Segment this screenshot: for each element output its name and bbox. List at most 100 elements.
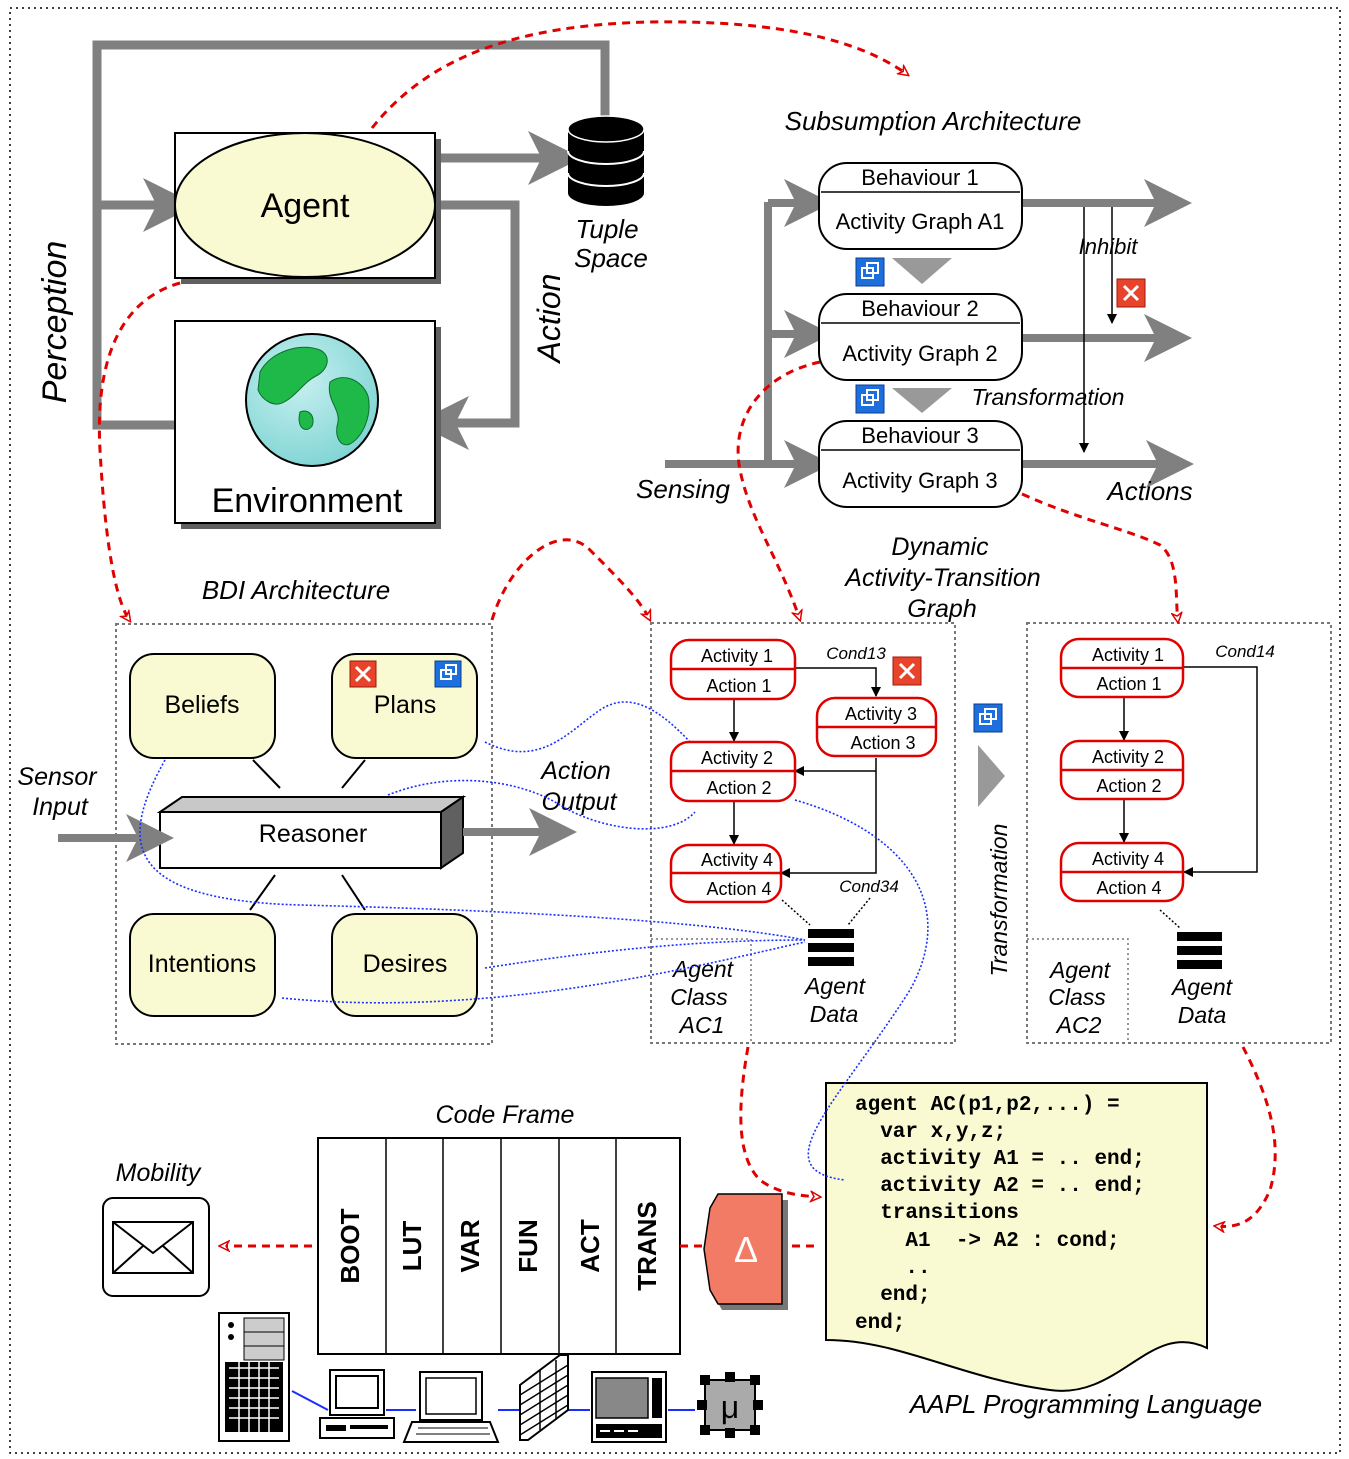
- ac2-action-4: Action 4: [1096, 878, 1161, 898]
- subsumption-transformation-label: Transformation: [972, 384, 1125, 410]
- triangle-down-icon: [892, 388, 952, 413]
- datg-title-1: Dynamic: [891, 533, 989, 561]
- aapl-code-line-7: ..: [855, 1257, 931, 1280]
- behaviour-2-graph: Activity Graph 2: [842, 341, 997, 366]
- beliefs-box: [129, 653, 276, 759]
- close-icon: [349, 660, 377, 688]
- ac2-data-label-2: Data: [1178, 1002, 1227, 1028]
- ac1-action-3: Action 3: [850, 733, 915, 753]
- ac1-action-4: Action 4: [706, 879, 771, 899]
- ac2-class-label-2: Class: [1048, 984, 1106, 1010]
- segment-boot: BOOT: [335, 1208, 365, 1283]
- desires-box: [331, 913, 478, 1017]
- sensing-label: Sensing: [636, 474, 730, 504]
- ac1-activity-2: Activity 2: [701, 748, 773, 768]
- laptop-icon: [402, 1371, 500, 1443]
- ac2-activity-2: Activity 2: [1092, 747, 1164, 767]
- intentions-label: Intentions: [148, 950, 256, 978]
- ac1-data-label-2: Data: [810, 1001, 859, 1027]
- behaviour-2-name: Behaviour 2: [861, 296, 978, 321]
- agent-environment-loop: [92, 40, 610, 450]
- desires-label: Desires: [363, 950, 448, 978]
- behaviour-3-graph: Activity Graph 3: [842, 468, 997, 493]
- ac1-data-label-1: Agent: [803, 973, 867, 999]
- ac2-activity-4: Activity 4: [1092, 849, 1164, 869]
- behaviour-1: Behaviour 1 Activity Graph A1: [818, 162, 1023, 250]
- segment-lut: LUT: [397, 1221, 427, 1272]
- ac2-action-1: Action 1: [1096, 674, 1161, 694]
- aapl-title: AAPL Programming Language: [908, 1389, 1262, 1419]
- ac2-node-activity-1: Activity 1 Action 1: [1059, 637, 1185, 699]
- intentions-box: [129, 913, 276, 1017]
- code-frame-box: [317, 1137, 681, 1355]
- aapl-code-line-5: transitions: [855, 1202, 1019, 1225]
- aapl-code-line-8: end;: [855, 1284, 931, 1307]
- ac1-cond13: Cond13: [826, 644, 886, 663]
- triangle-down-icon: [892, 258, 952, 284]
- aapl-code-line-9: end;: [855, 1312, 905, 1335]
- network-line: [291, 1390, 695, 1411]
- microcontroller-icon: [697, 1372, 763, 1438]
- blue-association-curves: [139, 701, 929, 1181]
- agent-label: Agent: [261, 187, 350, 225]
- action-label: Action: [531, 274, 567, 365]
- bdi-title: BDI Architecture: [202, 575, 390, 605]
- ac2-cond14: Cond14: [1215, 642, 1275, 661]
- close-icon: [1116, 278, 1146, 308]
- segment-var: VAR: [455, 1219, 485, 1272]
- ac1-node-activity-2: Activity 2 Action 2: [669, 740, 797, 803]
- behaviour-2: Behaviour 2 Activity Graph 2: [818, 293, 1023, 381]
- behaviour-1-name: Behaviour 1: [861, 165, 978, 190]
- ac1-class-label-3: AC1: [678, 1012, 725, 1038]
- ac2-class-label-3: AC2: [1055, 1012, 1102, 1038]
- ac2-edges: [1119, 666, 1258, 929]
- datg-transformation-label: Transformation: [986, 824, 1012, 977]
- ac2-data-label-1: Agent: [1170, 974, 1234, 1000]
- inhibit-lines: [1079, 207, 1117, 453]
- aapl-code-line-2: var x,y,z;: [855, 1121, 1006, 1144]
- globe-icon: [245, 333, 379, 467]
- triangle-right-icon: [978, 745, 1005, 807]
- window-restore-icon: [855, 384, 885, 414]
- segment-trans: TRANS: [632, 1201, 662, 1291]
- aapl-code-line-4: activity A2 = .. end;: [855, 1175, 1145, 1198]
- sensor-input-label-1: Sensor: [17, 763, 98, 791]
- datg-title-2: Activity-Transition: [843, 564, 1040, 592]
- subsumption-title: Subsumption Architecture: [785, 106, 1082, 136]
- firewall-icon: [519, 1354, 569, 1441]
- beliefs-label: Beliefs: [164, 691, 239, 719]
- ac1-class-corner: [651, 938, 752, 1043]
- tuple-space-label-2: Space: [574, 243, 648, 273]
- ac2-activity-1: Activity 1: [1092, 645, 1164, 665]
- plans-label: Plans: [374, 691, 437, 719]
- segment-act: ACT: [575, 1219, 605, 1273]
- ac1-frame: [650, 622, 956, 1044]
- outer-frame: [9, 7, 1341, 1454]
- agent-data-icon: [808, 929, 854, 966]
- ac1-action-1: Action 1: [706, 676, 771, 696]
- agent-ellipse: [174, 132, 436, 278]
- behaviour-1-graph: Activity Graph A1: [836, 209, 1005, 234]
- server-icon: [218, 1312, 290, 1442]
- code-frame-dividers: [385, 1138, 617, 1354]
- aapl-code-line-1: agent AC(p1,p2,...) =: [855, 1094, 1120, 1117]
- window-restore-icon: [973, 703, 1003, 733]
- aapl-code-line-3: activity A1 = .. end;: [855, 1148, 1145, 1171]
- inhibit-label: Inhibit: [1079, 234, 1139, 259]
- code-frame-title: Code Frame: [436, 1101, 575, 1129]
- ac2-node-activity-4: Activity 4 Action 4: [1059, 841, 1185, 903]
- close-icon: [892, 656, 922, 686]
- envelope-icon: [112, 1221, 194, 1274]
- tuple-space-label-1: Tuple: [575, 214, 638, 244]
- delta-symbol: Δ: [734, 1229, 758, 1270]
- aapl-document: [825, 1082, 1208, 1392]
- ac2-class-label-1: Agent: [1048, 957, 1112, 983]
- database-icon: [567, 115, 645, 206]
- desktop-computer-icon: [319, 1369, 395, 1439]
- agent-data-icon: [1177, 932, 1222, 969]
- sensor-input-label-2: Input: [32, 793, 89, 821]
- behaviour-3: Behaviour 3 Activity Graph 3: [818, 420, 1023, 508]
- window-restore-icon: [855, 257, 885, 287]
